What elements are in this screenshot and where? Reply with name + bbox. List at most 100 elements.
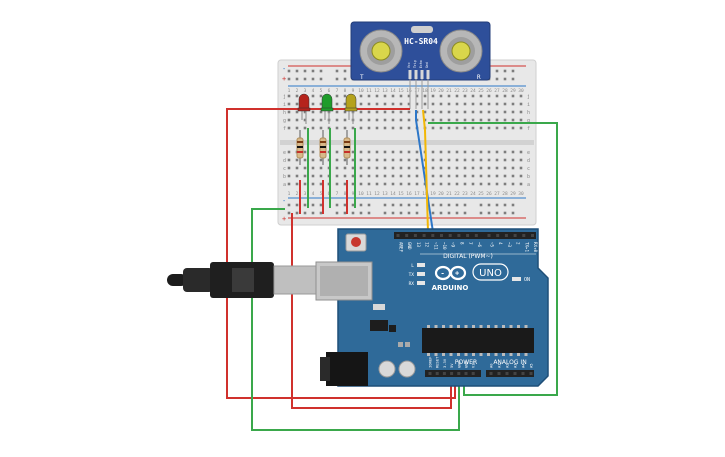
digital-pin-hole[interactable]: [431, 234, 435, 237]
breadboard-hole: [431, 118, 435, 122]
resistor-2[interactable]: [319, 130, 327, 165]
breadboard-hole: [463, 150, 467, 154]
usb-cable[interactable]: [167, 262, 321, 298]
breadboard-hole: [479, 118, 483, 122]
breadboard-hole: [495, 110, 499, 114]
breadboard-hole: [415, 150, 419, 154]
column-number: 18: [422, 88, 428, 94]
digital-header-label: DIGITAL (PWM~): [443, 253, 493, 260]
rail-hole: [303, 203, 307, 207]
red-led[interactable]: [297, 93, 311, 124]
sensor-pin[interactable]: [420, 70, 424, 79]
power-pin-hole[interactable]: [428, 372, 432, 375]
breadboard-hole: [335, 118, 339, 122]
power-pin-hole[interactable]: [464, 372, 468, 375]
breadboard-hole: [343, 166, 347, 170]
breadboard-hole: [303, 158, 307, 162]
rail-hole: [439, 203, 443, 207]
breadboard-hole: [519, 166, 523, 170]
digital-pin-hole[interactable]: [422, 234, 426, 237]
sensor-pin[interactable]: [414, 70, 418, 79]
rail-hole: [311, 211, 315, 215]
breadboard[interactable]: 1122334455667788991010111112121313141415…: [277, 59, 537, 226]
rail-hole: [399, 203, 403, 207]
breadboard-hole: [463, 102, 467, 106]
column-number: 19: [430, 88, 436, 94]
rail-hole: [287, 203, 291, 207]
chip-pin: [472, 353, 475, 356]
column-number: 29: [510, 88, 516, 94]
sensor-pin[interactable]: [408, 70, 412, 79]
breadboard-hole: [311, 94, 315, 98]
digital-pin-hole[interactable]: [413, 234, 417, 237]
breadboard-hole: [303, 150, 307, 154]
power-pin-hole[interactable]: [435, 372, 439, 375]
reset-button-cap[interactable]: [351, 237, 361, 247]
green-led[interactable]: [320, 93, 334, 124]
sensor-pin[interactable]: [426, 70, 430, 79]
wire-sensor-gnd-green[interactable]: [428, 122, 558, 396]
column-number: 20: [438, 88, 444, 94]
chip-pin: [487, 353, 490, 356]
breadboard-hole: [423, 166, 427, 170]
breadboard-hole: [495, 150, 499, 154]
rail-hole: [511, 203, 515, 207]
digital-pin-hole[interactable]: [474, 234, 478, 237]
power-pin-hole[interactable]: [442, 372, 446, 375]
wire-5v-red[interactable]: [226, 108, 456, 399]
digital-pin-hole[interactable]: [396, 234, 400, 237]
breadboard-hole: [487, 150, 491, 154]
breadboard-hole: [399, 102, 403, 106]
breadboard-hole: [367, 174, 371, 178]
row-letter: a: [527, 182, 530, 188]
digital-pin-hole[interactable]: [496, 234, 500, 237]
breadboard-hole: [407, 118, 411, 122]
digital-pin-hole[interactable]: [440, 234, 443, 237]
analog-pin-hole[interactable]: [513, 372, 517, 375]
power-pin-hole[interactable]: [471, 372, 475, 375]
wire-echo-yellow[interactable]: [422, 109, 429, 233]
chip-pin: [502, 325, 505, 328]
smd-part-1: [398, 342, 403, 347]
analog-pin-hole[interactable]: [505, 372, 509, 375]
power-pin-hole[interactable]: [457, 372, 461, 375]
digital-pin-hole[interactable]: [513, 234, 517, 237]
resistor-1[interactable]: [296, 130, 304, 165]
digital-pin-hole[interactable]: [457, 234, 461, 237]
dc-power-jack: [326, 352, 368, 386]
breadboard-hole: [439, 94, 443, 98]
digital-pin-hole[interactable]: [405, 234, 409, 237]
yellow-led[interactable]: [344, 93, 358, 124]
breadboard-hole: [447, 182, 451, 186]
breadboard-hole: [511, 102, 515, 106]
power-pin-hole[interactable]: [450, 372, 454, 375]
analog-pin-hole[interactable]: [521, 372, 525, 375]
chip-pin: [464, 353, 468, 356]
analog-pin-hole[interactable]: [497, 372, 501, 375]
digital-pin-hole[interactable]: [531, 234, 534, 237]
breadboard-hole: [423, 110, 427, 114]
breadboard-hole: [455, 182, 459, 186]
breadboard-hole: [367, 118, 371, 122]
digital-pin-hole[interactable]: [504, 234, 508, 237]
digital-pin-hole[interactable]: [522, 234, 526, 237]
column-number: 1: [288, 88, 291, 94]
analog-pin-hole[interactable]: [489, 372, 493, 375]
digital-pin-hole[interactable]: [487, 234, 491, 237]
column-number: 14: [390, 88, 396, 94]
rail-hole: [295, 77, 299, 81]
digital-pin-hole[interactable]: [448, 234, 452, 237]
resistor-3[interactable]: [343, 130, 351, 165]
breadboard-hole: [431, 158, 435, 162]
analog-pin-label: A0: [489, 363, 494, 368]
leds: [297, 93, 358, 124]
wire-gnd-red[interactable]: [291, 213, 452, 409]
digital-pin-hole[interactable]: [466, 234, 470, 237]
column-number: 8: [344, 191, 347, 197]
analog-pin-hole[interactable]: [529, 372, 533, 375]
breadboard-hole: [359, 94, 363, 98]
wire-gnd-green[interactable]: [251, 208, 460, 431]
